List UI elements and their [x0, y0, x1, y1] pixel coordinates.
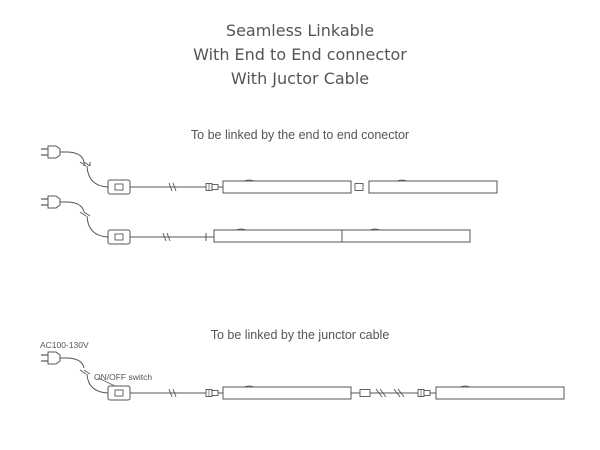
light-bar [222, 180, 352, 194]
row-2-assembly [40, 195, 471, 245]
end-to-end-caption: To be linked by the end to end conector [190, 128, 410, 142]
junctor-cable [351, 388, 436, 398]
title-line-2: With End to End connector [193, 45, 407, 64]
row-1-assembly [40, 145, 498, 195]
title-line-3: With Juctor Cable [230, 69, 370, 88]
connector-icon [417, 389, 431, 397]
switch-box-icon [107, 229, 131, 245]
light-bar [435, 386, 565, 400]
light-bar [368, 180, 498, 194]
row-3-assembly [40, 351, 565, 401]
light-bar [341, 229, 471, 243]
junctor-caption: To be linked by the junctor cable [210, 328, 390, 342]
switch-box-icon [107, 179, 131, 195]
connector-icon [205, 183, 219, 191]
light-bar [222, 386, 352, 400]
title-line-1: Seamless Linkable [225, 21, 375, 40]
power-plug-icon [40, 351, 67, 365]
light-bar [213, 229, 343, 243]
junctor-plug-icon [359, 389, 371, 397]
power-plug-icon [40, 145, 67, 159]
voltage-label: AC100-130V [40, 340, 89, 350]
power-plug-icon [40, 195, 67, 209]
switch-box-icon [107, 385, 131, 401]
end-to-end-connector [354, 183, 364, 191]
switch-label: ON/OFF switch [94, 372, 153, 382]
connector-icon [205, 389, 219, 397]
